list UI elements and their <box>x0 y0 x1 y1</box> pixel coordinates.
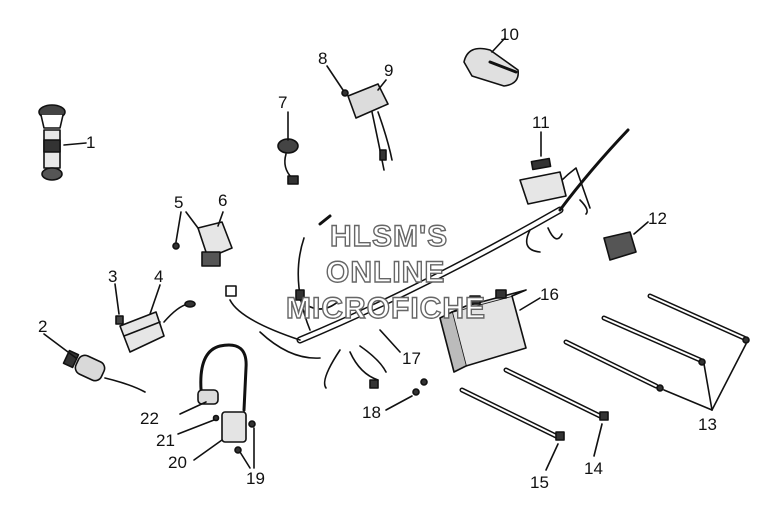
callout-19: 19 <box>246 469 265 488</box>
part-2-plug <box>43 333 146 393</box>
callout-18: 18 <box>362 403 381 422</box>
callout-10: 10 <box>500 25 519 44</box>
callout-4: 4 <box>154 267 164 286</box>
callout-15: 15 <box>530 473 549 492</box>
watermark-line-2: ONLINE <box>325 256 446 289</box>
part-14-15-straps <box>459 367 609 471</box>
watermark-line-1: HLSM'S <box>329 220 449 253</box>
callout-22: 22 <box>140 409 159 428</box>
part-1-key-switch <box>38 104 87 181</box>
part-19-22-ignition-coil <box>177 343 256 469</box>
part-16-battery <box>439 289 541 373</box>
part-10-cover <box>463 37 520 87</box>
callout-2: 2 <box>38 317 48 336</box>
callout-1: 1 <box>86 133 96 152</box>
callout-11: 11 <box>532 113 550 132</box>
part-11-fuse <box>530 131 552 171</box>
callout-9: 9 <box>384 61 394 80</box>
callout-17: 17 <box>402 349 421 368</box>
callout-3: 3 <box>108 267 118 286</box>
callout-20: 20 <box>168 453 187 472</box>
callout-12: 12 <box>648 209 667 228</box>
part-18-bolts <box>385 378 428 411</box>
part-7-fuse <box>277 111 299 185</box>
part-12-switch <box>603 221 649 261</box>
part-17-harness <box>225 128 630 389</box>
callout-5: 5 <box>174 193 184 212</box>
callout-16: 16 <box>540 285 559 304</box>
part-5-6-relay <box>172 211 233 267</box>
callout-21: 21 <box>156 431 175 450</box>
callout-7: 7 <box>278 93 288 112</box>
callout-14: 14 <box>584 459 603 478</box>
part-13-straps <box>563 293 750 411</box>
callout-6: 6 <box>218 191 228 210</box>
part-8-9-cdi-box <box>326 65 393 171</box>
callout-8: 8 <box>318 49 328 68</box>
part-3-4-regulator <box>114 283 196 353</box>
watermark-line-3: MICROFICHE <box>285 292 486 325</box>
callout-13: 13 <box>698 415 717 434</box>
